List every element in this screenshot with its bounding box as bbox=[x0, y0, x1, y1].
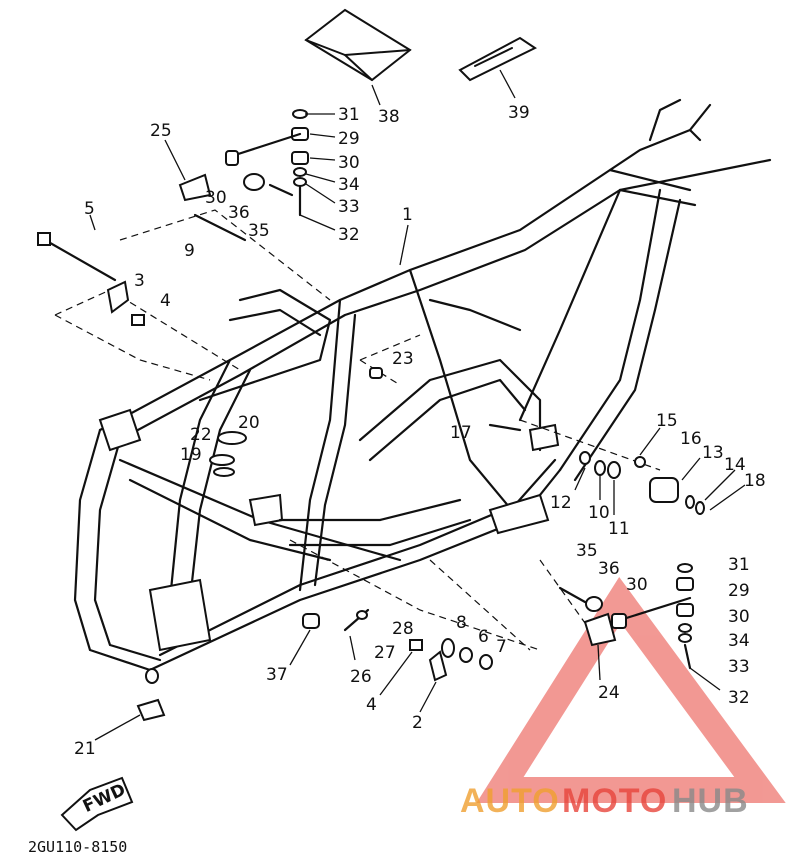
assembly-lines bbox=[54, 209, 661, 651]
callout-24: 24 bbox=[598, 683, 620, 703]
callout-34: 34 bbox=[338, 175, 360, 195]
callout-18: 18 bbox=[744, 471, 766, 491]
hardware-parts bbox=[37, 109, 705, 722]
callout-10: 10 bbox=[588, 503, 610, 523]
callout-31: 31 bbox=[338, 105, 360, 125]
callout-34: 34 bbox=[728, 631, 750, 651]
callout-26: 26 bbox=[350, 667, 372, 687]
watermark-text-moto: MOTO bbox=[562, 782, 667, 820]
callout-3: 3 bbox=[134, 271, 145, 291]
callout-27: 27 bbox=[374, 643, 396, 663]
callout-39: 39 bbox=[508, 103, 530, 123]
callout-30: 30 bbox=[626, 575, 648, 595]
callout-36: 36 bbox=[598, 559, 620, 579]
callout-15: 15 bbox=[656, 411, 678, 431]
callout-13: 13 bbox=[702, 443, 724, 463]
leader-lines bbox=[89, 69, 746, 741]
callout-19: 19 bbox=[180, 445, 202, 465]
callout-38: 38 bbox=[378, 107, 400, 127]
callout-20: 20 bbox=[238, 413, 260, 433]
callout-33: 33 bbox=[338, 197, 360, 217]
part-39-strap bbox=[458, 36, 537, 82]
drawing-code: 2GU110-8150 bbox=[28, 838, 127, 856]
callout-21: 21 bbox=[74, 739, 96, 759]
callout-4: 4 bbox=[366, 695, 377, 715]
callout-29: 29 bbox=[338, 129, 360, 149]
callout-30: 30 bbox=[205, 188, 227, 208]
callout-32: 32 bbox=[338, 225, 360, 245]
callout-33: 33 bbox=[728, 657, 750, 677]
callout-35: 35 bbox=[576, 541, 598, 561]
callout-4: 4 bbox=[160, 291, 171, 311]
callout-28: 28 bbox=[392, 619, 414, 639]
watermark-text-hub: HUB bbox=[672, 782, 749, 820]
callout-12: 12 bbox=[550, 493, 572, 513]
callout-5: 5 bbox=[84, 199, 95, 219]
callout-7: 7 bbox=[496, 637, 507, 657]
watermark-text: AUTO MOTO HUB bbox=[460, 782, 749, 820]
callout-25: 25 bbox=[150, 121, 172, 141]
callout-37: 37 bbox=[266, 665, 288, 685]
callout-6: 6 bbox=[478, 627, 489, 647]
watermark-text-auto: AUTO bbox=[460, 782, 560, 820]
callout-22: 22 bbox=[190, 425, 212, 445]
callout-17: 17 bbox=[450, 423, 472, 443]
part-38-cover bbox=[304, 8, 412, 82]
callout-32: 32 bbox=[728, 688, 750, 708]
callout-31: 31 bbox=[728, 555, 750, 575]
callout-30: 30 bbox=[728, 607, 750, 627]
callout-8: 8 bbox=[456, 613, 467, 633]
main-frame bbox=[73, 98, 772, 672]
fwd-arrow bbox=[60, 776, 134, 832]
callout-35: 35 bbox=[248, 221, 270, 241]
callout-14: 14 bbox=[724, 455, 746, 475]
watermark-logo bbox=[476, 576, 786, 803]
callout-23: 23 bbox=[392, 349, 414, 369]
callout-30: 30 bbox=[338, 153, 360, 173]
callout-29: 29 bbox=[728, 581, 750, 601]
callout-11: 11 bbox=[608, 519, 630, 539]
callout-16: 16 bbox=[680, 429, 702, 449]
callout-9: 9 bbox=[184, 241, 195, 261]
callout-2: 2 bbox=[412, 713, 423, 733]
callout-36: 36 bbox=[228, 203, 250, 223]
callout-1: 1 bbox=[402, 205, 413, 225]
